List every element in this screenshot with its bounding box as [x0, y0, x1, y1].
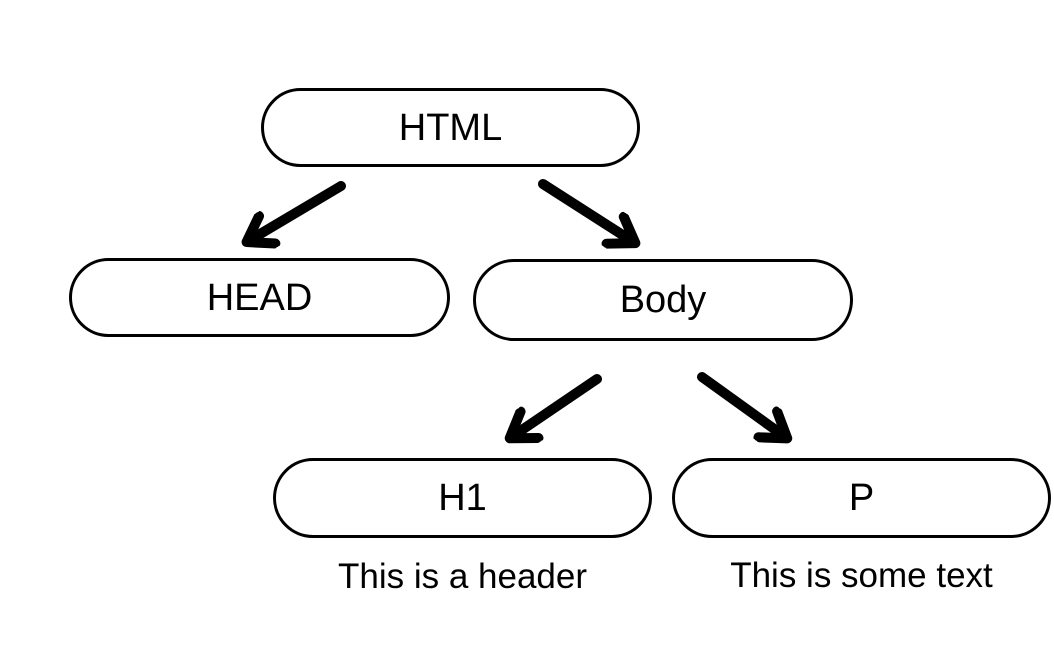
- arrow-html-to-head: [250, 181, 346, 240]
- arrow-body-to-h1: [513, 374, 602, 436]
- node-p-label: P: [848, 477, 875, 519]
- node-h1-label: H1: [438, 477, 487, 519]
- node-html: HTML: [261, 88, 640, 167]
- caption-p-text: This is some text: [730, 556, 993, 595]
- node-p: P: [672, 458, 1051, 538]
- arrow-html-to-body: [538, 179, 632, 241]
- node-body: Body: [473, 259, 853, 341]
- node-h1: H1: [273, 458, 652, 538]
- node-body-label: Body: [619, 279, 707, 321]
- node-head: HEAD: [69, 258, 450, 337]
- arrow-body-to-p: [697, 372, 784, 436]
- node-html-label: HTML: [398, 106, 503, 149]
- caption-h1-text: This is a header: [337, 557, 588, 596]
- node-head-label: HEAD: [206, 276, 313, 319]
